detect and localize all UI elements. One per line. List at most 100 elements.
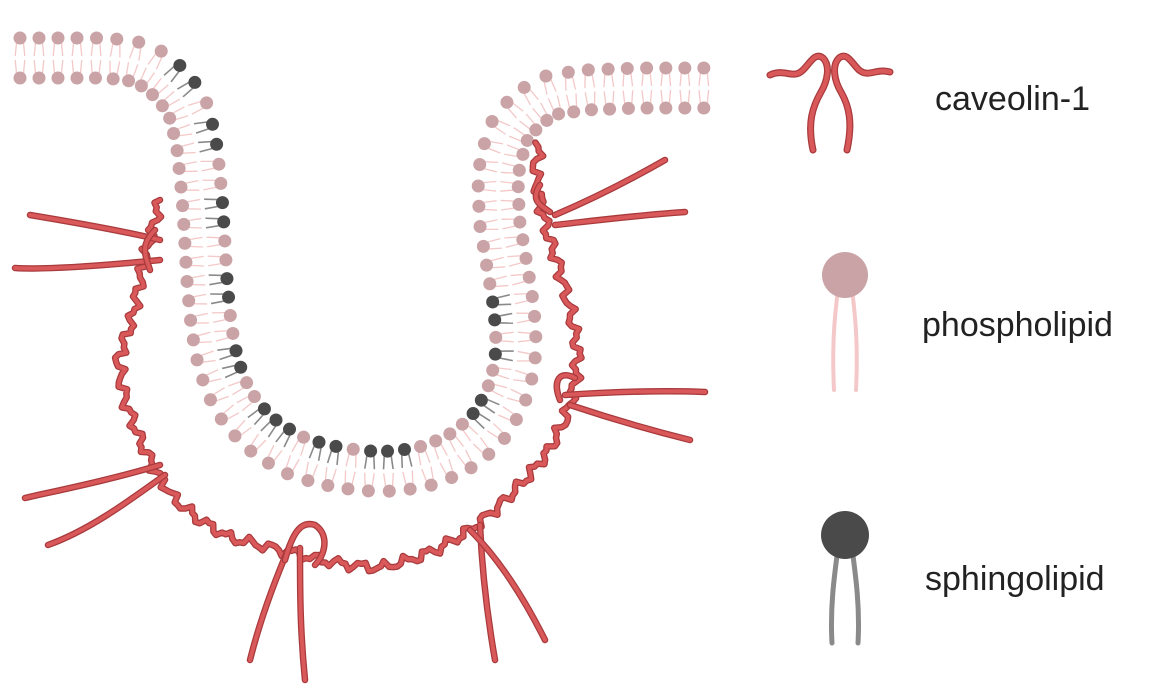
phospholipid-head — [244, 445, 257, 458]
phospholipid-head — [516, 148, 529, 161]
sphingolipid-head — [475, 394, 488, 407]
sphingolipid-head — [210, 138, 223, 151]
phospholipid-head — [224, 309, 237, 322]
phospholipid-head — [603, 103, 616, 116]
phospholipid-head — [512, 180, 525, 193]
phospholipid-head — [562, 66, 575, 79]
caveolin-strand — [555, 212, 685, 225]
caveola-membrane-diagram — [0, 0, 760, 690]
sphingolipid-head — [489, 348, 502, 361]
phospholipid-head — [443, 427, 456, 440]
phospholipid-head — [176, 199, 189, 212]
phospholipid-head — [110, 33, 123, 46]
phospholipid-head — [171, 144, 184, 157]
phospholipid-head — [521, 134, 534, 147]
phospholipid-head — [132, 36, 145, 49]
phospholipid-head — [518, 81, 531, 94]
phospholipid-head — [163, 112, 176, 125]
phospholipid-head — [281, 467, 294, 480]
phospholipid-head — [90, 32, 103, 45]
sphingolipid-head — [486, 295, 499, 308]
phospholipid-head — [697, 102, 710, 115]
phospholipid-head — [167, 127, 180, 140]
sphingolipid-head — [329, 440, 342, 453]
sphingolipid-head — [220, 272, 233, 285]
phospholipid-head — [341, 482, 354, 495]
caveolin-strand — [555, 160, 665, 215]
caveolin-strand — [570, 405, 690, 440]
phospholipid-head — [482, 448, 495, 461]
phospholipid-head — [512, 198, 525, 211]
phospholipid-head — [182, 294, 195, 307]
sphingolipid-head — [364, 444, 377, 457]
phospholipid-head — [498, 432, 511, 445]
phospholipid-head — [321, 479, 334, 492]
phospholipid-head — [218, 234, 231, 247]
phospholipid-head — [200, 96, 213, 109]
phospholipid-head — [71, 72, 84, 85]
phospholipid-head — [429, 434, 442, 447]
phospholipid-head — [362, 484, 375, 497]
phospholipid-head — [529, 330, 542, 343]
phospholipid-head — [414, 440, 427, 453]
phospholipid-head — [425, 479, 438, 492]
phospholipid-head — [89, 71, 102, 84]
sphingolipid-head — [381, 445, 394, 458]
sphingolipid-head — [217, 215, 230, 228]
phospholipid-head — [513, 216, 526, 229]
phospholipid-head — [156, 99, 169, 112]
phospholipid-head — [486, 364, 499, 377]
sphingolipid-head — [229, 344, 242, 357]
phospholipid-head — [540, 114, 553, 127]
phospholipid-head — [196, 373, 209, 386]
phospholipid-head — [215, 412, 228, 425]
legend-label-caveolin: caveolin-1 — [935, 80, 1090, 119]
phospholipid-head — [52, 72, 65, 85]
caveolin-protein-icon — [765, 40, 895, 160]
phospholipid-head — [478, 137, 491, 150]
phospholipid-head — [347, 443, 360, 456]
phospholipid-head — [510, 413, 523, 426]
caveolin-strand — [145, 230, 155, 270]
phospholipid-head — [262, 457, 275, 470]
sphingolipid-head — [216, 196, 229, 209]
sphingolipid-icon — [810, 508, 880, 648]
sphingolipid-head — [206, 118, 219, 131]
phospholipid-head — [641, 101, 654, 114]
phospholipid-head — [486, 115, 499, 128]
caveolin-strand — [30, 215, 160, 240]
phospholipid-head — [155, 45, 168, 58]
phospholipid-head — [184, 314, 197, 327]
phospholipid-head — [240, 376, 253, 389]
phospholipid-head — [52, 32, 65, 45]
phospholipid-head — [585, 103, 598, 116]
phospholipid-head — [697, 62, 710, 75]
phospholipid-head — [482, 379, 495, 392]
phospholipid-head — [472, 200, 485, 213]
phospholipid-head — [480, 259, 493, 272]
phospholipid-head — [526, 290, 539, 303]
phospholipid-head — [178, 237, 191, 250]
phospholipid-head — [516, 233, 529, 246]
caveolin-strand — [565, 391, 705, 395]
phospholipid-head — [523, 271, 536, 284]
phospholipid-head — [226, 327, 239, 340]
phospholipid-head — [519, 394, 532, 407]
phospholipid-head — [212, 158, 225, 171]
phospholipid-head — [214, 177, 227, 190]
phospholipid-head — [659, 102, 672, 115]
phospholipid-head — [404, 483, 417, 496]
phospholipid-head — [297, 431, 310, 444]
phospholipid-head — [474, 220, 487, 233]
phospholipid-head — [477, 240, 490, 253]
phospholipid-head — [525, 372, 538, 385]
phospholipid-head — [489, 331, 502, 344]
phospholipid-head — [602, 63, 615, 76]
phospholipid-head — [204, 393, 217, 406]
phospholipid-head — [640, 62, 653, 75]
phospholipid-head — [678, 62, 691, 75]
phospholipid-head — [582, 63, 595, 76]
phospholipid-head — [187, 333, 200, 346]
phospholipid-head — [500, 96, 513, 109]
phospholipid-head — [107, 72, 120, 85]
